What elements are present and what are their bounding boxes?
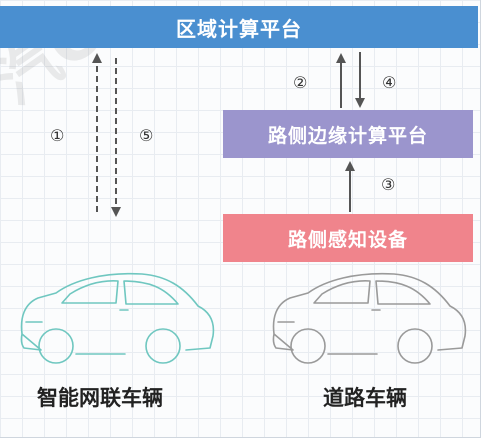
step-4-label: ④ [382,73,396,92]
step-1-label: ① [50,126,64,145]
step-2-label: ② [293,73,307,92]
connected-vehicle-car-icon [20,272,215,364]
road-vehicle-car-icon [272,272,467,364]
connected-vehicle-label: 智能网联车辆 [37,386,163,410]
roadside-edge-computing-platform: 路侧边缘计算平台 [223,110,473,158]
step-3-label: ③ [381,175,395,194]
region-computing-platform: 区域计算平台 [0,6,478,48]
road-vehicle-label: 道路车辆 [323,386,407,410]
roadside-sensing-device: 路侧感知设备 [223,214,473,262]
step-5-label: ⑤ [139,126,153,145]
